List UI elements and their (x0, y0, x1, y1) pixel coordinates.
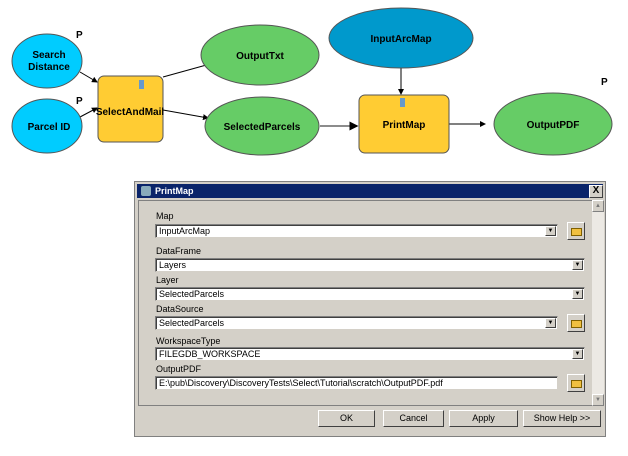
outputpdf-value: E:\pub\Discovery\DiscoveryTests\Select\T… (159, 378, 443, 388)
show-help-button[interactable]: Show Help >> (523, 410, 601, 427)
node-label: InputArcMap (370, 34, 431, 45)
close-button[interactable]: X (589, 185, 603, 198)
node-label: Parcel ID (28, 122, 71, 133)
datasource-label: DataSource (156, 304, 204, 314)
node-outputtxt[interactable]: OutputTxt (200, 24, 320, 86)
edge-selectandmail-to-outputtxt (162, 62, 211, 78)
node-label: PrintMap (383, 120, 426, 131)
node-label: OutputTxt (236, 51, 284, 62)
chevron-down-icon[interactable]: ▼ (572, 260, 583, 270)
edge-parcel-id-to-selectandmail (79, 107, 98, 118)
chevron-down-icon[interactable]: ▼ (572, 349, 583, 359)
workspacetype-label: WorkspaceType (156, 336, 221, 346)
model-diagram: Search Distance P Parcel ID P SelectAndM… (11, 7, 613, 156)
outputpdf-browse-button[interactable] (567, 374, 585, 392)
map-browse-button[interactable] (567, 222, 585, 240)
vertical-scrollbar[interactable]: ▲ ▼ (592, 200, 604, 406)
dialog-title: PrintMap (155, 186, 194, 196)
node-label: SelectAndMail (96, 107, 165, 118)
tool-icon (141, 186, 151, 196)
layer-dropdown[interactable]: SelectedParcels ▼ (155, 287, 585, 301)
node-label: Search (32, 50, 65, 61)
layer-label: Layer (156, 275, 179, 285)
dataframe-dropdown[interactable]: Layers ▼ (155, 258, 585, 272)
layer-value: SelectedParcels (159, 289, 225, 299)
workspacetype-value: FILEGDB_WORKSPACE (159, 349, 261, 359)
chevron-down-icon[interactable]: ▼ (545, 226, 556, 236)
ok-button[interactable]: OK (318, 410, 375, 427)
scroll-down-icon[interactable]: ▼ (592, 394, 604, 406)
node-parcel-id[interactable]: Parcel ID (11, 98, 83, 154)
node-outputpdf[interactable]: OutputPDF (493, 92, 613, 156)
dataframe-label: DataFrame (156, 246, 202, 256)
datasource-value: SelectedParcels (159, 318, 225, 328)
folder-icon (571, 380, 582, 388)
node-label: SelectedParcels (224, 122, 301, 133)
chevron-down-icon[interactable]: ▼ (572, 289, 583, 299)
parameter-marker: P (601, 77, 608, 88)
folder-icon (571, 320, 582, 328)
datasource-browse-button[interactable] (567, 314, 585, 332)
node-selectedparcels[interactable]: SelectedParcels (204, 96, 320, 156)
parameter-marker: P (76, 30, 83, 41)
chevron-down-icon[interactable]: ▼ (545, 318, 556, 328)
dialog-title-bar[interactable]: PrintMap X (137, 184, 603, 198)
node-label: OutputPDF (527, 120, 580, 131)
scroll-up-icon[interactable]: ▲ (592, 200, 604, 212)
apply-button[interactable]: Apply (449, 410, 518, 427)
parameters-panel: Map InputArcMap ▼ DataFrame Layers ▼ Layer… (138, 200, 592, 406)
parameter-marker: P (76, 96, 83, 107)
printmap-dialog: PrintMap X Map InputArcMap ▼ DataFrame La… (134, 181, 606, 437)
map-label: Map (156, 211, 174, 221)
node-inputarcmap[interactable]: InputArcMap (328, 7, 474, 69)
node-selectandmail[interactable]: SelectAndMail (96, 75, 165, 143)
tool-icon (400, 98, 405, 107)
map-value: InputArcMap (159, 226, 211, 236)
datasource-dropdown[interactable]: SelectedParcels ▼ (155, 316, 558, 330)
cancel-button[interactable]: Cancel (383, 410, 444, 427)
connectors (79, 62, 486, 131)
edge-selectandmail-to-selectedparcels (162, 109, 209, 121)
edge-search-distance-to-selectandmail (79, 71, 98, 83)
folder-icon (571, 228, 582, 236)
outputpdf-label: OutputPDF (156, 364, 202, 374)
dataframe-value: Layers (159, 260, 187, 270)
workspacetype-dropdown[interactable]: FILEGDB_WORKSPACE ▼ (155, 347, 585, 361)
node-search-distance[interactable]: Search Distance (11, 33, 83, 89)
map-dropdown[interactable]: InputArcMap ▼ (155, 224, 558, 238)
node-printmap[interactable]: PrintMap (358, 94, 450, 154)
tool-icon (139, 80, 144, 89)
outputpdf-input[interactable]: E:\pub\Discovery\DiscoveryTests\Select\T… (155, 376, 558, 390)
node-label: Distance (28, 62, 70, 73)
